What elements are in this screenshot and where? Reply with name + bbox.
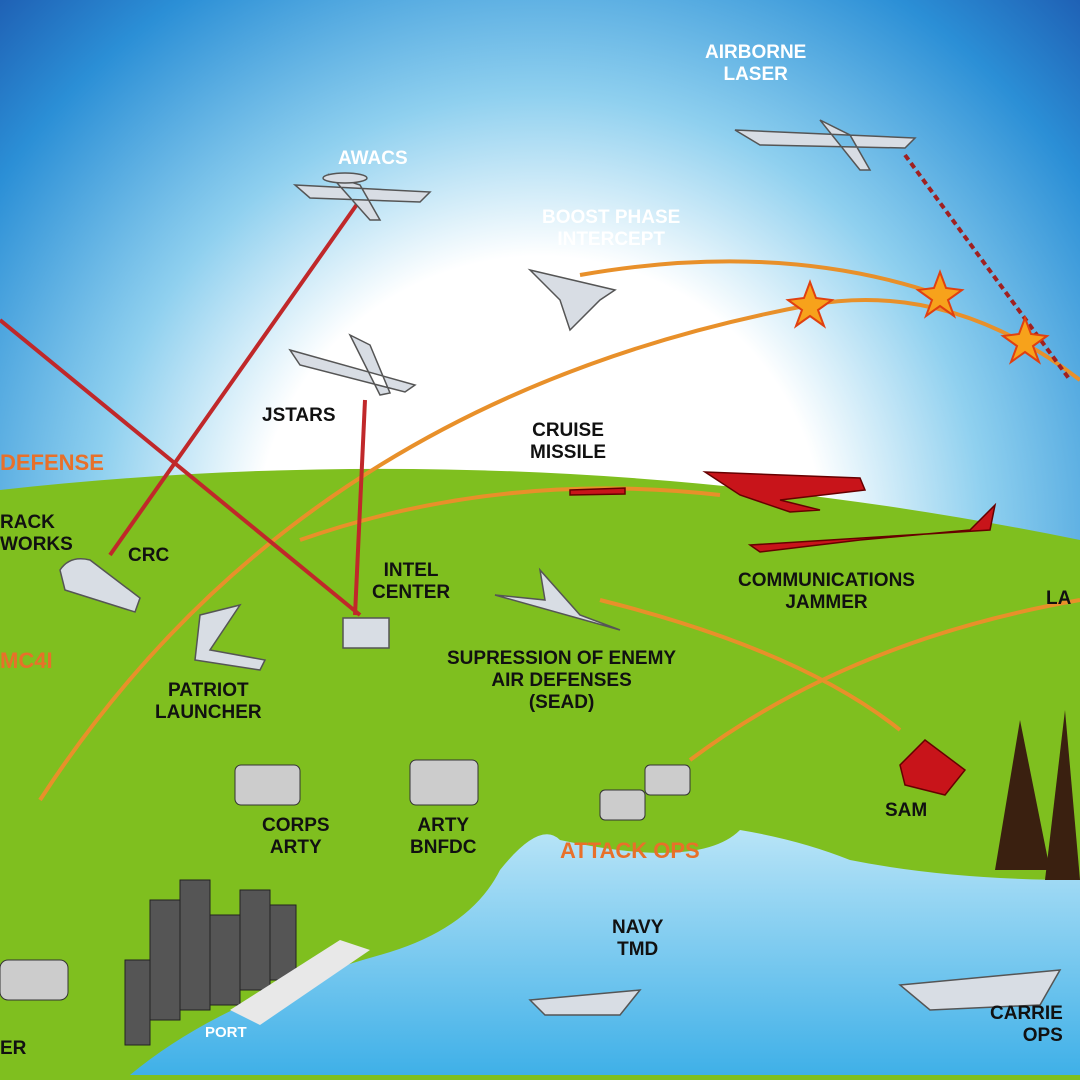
label-er: ER — [0, 1038, 27, 1059]
label-line: RACK — [0, 512, 55, 533]
label-line: AIR DEFENSES — [491, 670, 632, 691]
building-icon — [149, 899, 181, 1021]
label-bmc4i: MC4I — [0, 648, 53, 673]
airborne-laser-aircraft-icon — [734, 119, 917, 171]
launcher-vehicle-icon — [0, 959, 69, 1001]
jstars-link — [353, 399, 367, 616]
label-line: CARRIE — [990, 1003, 1063, 1024]
jstars-aircraft-icon — [288, 333, 417, 396]
artillery-vehicle-icon — [234, 764, 301, 806]
label-line: SUPRESSION OF ENEMY — [447, 648, 677, 669]
label-line: COMMUNICATIONS — [738, 570, 915, 591]
building-icon — [179, 879, 211, 1011]
label-line: CORPS — [262, 815, 330, 836]
label-line: PATRIOT — [168, 680, 249, 701]
label-line: LAUNCHER — [155, 702, 262, 723]
awacs-link — [108, 198, 362, 557]
label-attack-ops: ATTACK OPS — [560, 838, 700, 863]
sam-launcher-icon — [899, 739, 967, 796]
fighter-icon — [527, 268, 617, 332]
building-icon — [269, 904, 297, 981]
sea — [130, 830, 1080, 1075]
label-defense: DEFENSE — [0, 450, 104, 475]
label-line: (SEAD) — [528, 692, 595, 713]
label-line: ARTY — [417, 815, 470, 836]
building-icon — [124, 959, 151, 1046]
label-line: INTEL — [383, 560, 439, 581]
cruise-missile-path — [299, 486, 721, 542]
label-line: BNFDC — [410, 837, 477, 858]
track-link — [0, 318, 362, 617]
label-jstars: JSTARS — [262, 405, 336, 426]
attack-vehicle-icon — [599, 789, 646, 821]
label-line: AIRBORNE — [705, 42, 807, 63]
tree-icon — [1045, 710, 1080, 880]
carrier-icon — [898, 969, 1062, 1011]
boost-intercept-path — [579, 259, 941, 297]
patriot-launcher-icon — [194, 603, 267, 671]
label-line: ARTY — [269, 837, 322, 858]
label-line: OPS — [1022, 1025, 1063, 1046]
awacs-radome-icon — [322, 172, 368, 184]
pier-icon — [230, 940, 370, 1025]
explosion-icon — [785, 279, 835, 329]
building-icon — [239, 889, 271, 991]
attack-vehicle-icon — [644, 764, 691, 796]
laser-beam — [903, 153, 1072, 382]
tree-icon — [995, 720, 1050, 870]
label-la: LA — [1046, 588, 1072, 609]
crc-shelter-icon — [59, 558, 141, 613]
sead-fighter-icon — [494, 567, 621, 631]
label-line: TMD — [617, 939, 659, 960]
label-line: CRUISE — [532, 420, 604, 441]
label-line: MISSILE — [530, 442, 607, 463]
intercept-trajectory — [38, 298, 1080, 802]
label-port: PORT — [205, 1024, 247, 1041]
explosion-icon — [1000, 315, 1050, 365]
intel-center-icon — [342, 617, 390, 649]
label-line: WORKS — [0, 534, 73, 555]
artillery-vehicle-icon — [409, 759, 479, 806]
jammer-aircraft-icon — [747, 502, 997, 553]
building-icon — [209, 914, 241, 1006]
label-line: INTERCEPT — [557, 229, 665, 250]
label-line: CENTER — [372, 582, 451, 603]
cruise-missile-icon — [569, 487, 626, 496]
label-line: BOOST PHASE — [542, 207, 681, 228]
label-awacs: AWACS — [338, 148, 408, 169]
label-line: JAMMER — [785, 592, 868, 613]
sead-path — [599, 598, 902, 732]
label-line: NAVY — [612, 917, 664, 938]
label-line: LASER — [723, 64, 788, 85]
explosion-icon — [915, 269, 965, 319]
label-sam: SAM — [885, 800, 928, 821]
navy-ship-icon — [528, 989, 642, 1016]
attack-path — [688, 598, 1080, 762]
enemy-bomber-icon — [702, 471, 867, 513]
label-crc: CRC — [128, 545, 170, 566]
